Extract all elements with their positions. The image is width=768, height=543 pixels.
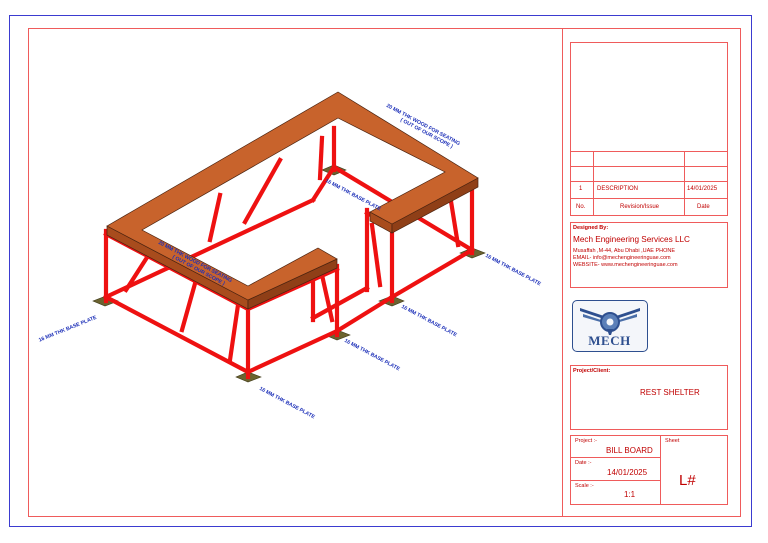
date-label: Date :-: [575, 460, 592, 466]
date-value: 14/01/2025: [607, 468, 648, 477]
revision-grid-line: [570, 151, 728, 152]
revision-table: [570, 42, 728, 216]
revision-row-desc: DESCRIPTION: [597, 186, 639, 192]
revision-grid-line: [570, 181, 728, 182]
company-logo: MECH: [572, 300, 648, 352]
company-name: Mech Engineering Services LLC: [573, 235, 690, 244]
revision-grid-line: [684, 151, 685, 216]
designed-by-label: Designed By:: [573, 225, 609, 231]
company-address: Musaffah ,M-44, Abu Dhabi ,UAE PHONE: [573, 248, 675, 254]
revision-grid-line: [593, 151, 594, 216]
project-client-box: [570, 365, 728, 430]
designer-box: [570, 222, 728, 288]
project-client-value: REST SHELTER: [640, 388, 700, 397]
company-website: WEBSITE- www.mechengineeringuae.com: [573, 262, 678, 268]
scale-value: 1:1: [624, 490, 636, 499]
title-block: [562, 28, 741, 517]
revision-grid-line: [570, 166, 728, 167]
revision-header-date: Date: [697, 204, 710, 210]
company-email: EMAIL- info@mechengineeringuae.com: [573, 255, 671, 261]
revision-header-rev: Revision/Issue: [620, 204, 660, 210]
sheet-outer-border: [9, 15, 752, 527]
project-details-divider: [570, 480, 660, 481]
revision-header-no: No.: [576, 204, 586, 210]
isometric-frame-drawing: [92, 91, 486, 383]
revision-grid-line: [570, 198, 728, 199]
project-details-divider: [660, 435, 661, 505]
revision-row-date: 14/01/2025: [687, 186, 718, 192]
project-details-box: [570, 435, 728, 505]
project-label: Project :-: [575, 438, 598, 444]
revision-row-no: 1: [579, 186, 583, 192]
drawing-border: [28, 28, 741, 517]
gear-icon: [580, 308, 640, 335]
sheet-value: L#: [679, 472, 696, 489]
project-client-label: Project/Client:: [573, 368, 611, 374]
logo-text: MECH: [588, 333, 631, 348]
sheet-label: Sheet: [665, 438, 680, 444]
scale-label: Scale :-: [575, 483, 594, 489]
project-value: BILL BOARD: [606, 446, 653, 455]
project-details-divider: [570, 457, 660, 458]
wood-seating: [106, 91, 479, 310]
steel-frame: [103, 125, 475, 380]
